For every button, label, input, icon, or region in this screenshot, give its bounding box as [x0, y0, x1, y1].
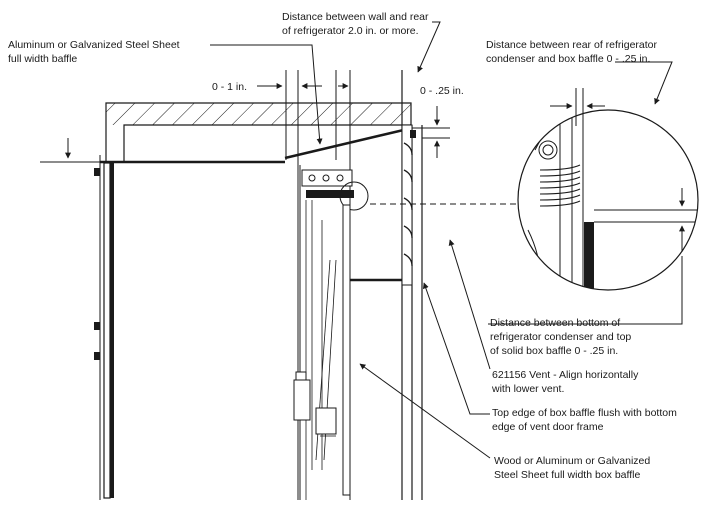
label-wall-distance-line2: of refrigerator 2.0 in. or more. [282, 25, 419, 37]
label-wall-distance-line1: Distance between wall and rear [282, 11, 429, 23]
vent-louvers [401, 124, 416, 286]
dimension-arrows [65, 83, 685, 252]
label-box-baffle-line1: Wood or Aluminum or Galvanized [494, 455, 650, 467]
dimension-lines [40, 88, 584, 163]
label-vent-line2: with lower vent. [491, 383, 564, 395]
text-labels: Distance between wall and rear of refrig… [8, 11, 677, 481]
label-top-baffle-line1: Aluminum or Galvanized Steel Sheet [8, 39, 180, 51]
refrigerator-rear [293, 165, 337, 500]
top-baffle-sheet [100, 126, 413, 164]
label-top-baffle-line2: full width baffle [8, 53, 77, 65]
label-gap-025: 0 - .25 in. [420, 85, 464, 97]
label-gap-0-1: 0 - 1 in. [212, 81, 247, 93]
condenser [301, 169, 369, 211]
label-condenser-bottom-line3: of solid box baffle 0 - .25 in. [490, 345, 618, 357]
label-condenser-rear-line1: Distance between rear of refrigerator [486, 39, 658, 51]
label-condenser-bottom-line2: refrigerator condenser and top [490, 331, 631, 343]
refrigerator-door [94, 155, 114, 500]
label-condenser-rear-line2: condenser and box baffle 0 - .25 in. [486, 53, 650, 65]
leader-lines [210, 21, 683, 459]
label-top-edge-line1: Top edge of box baffle flush with bottom [492, 407, 677, 419]
label-box-baffle-line2: Steel Sheet full width box baffle [494, 469, 640, 481]
label-condenser-bottom-line1: Distance between bottom of [490, 317, 620, 329]
cabinet-header [105, 102, 412, 162]
detail-magnifier [517, 109, 699, 291]
label-vent-line1: 621156 Vent - Align horizontally [492, 369, 639, 381]
label-top-edge-line2: edge of vent door frame [492, 421, 604, 433]
